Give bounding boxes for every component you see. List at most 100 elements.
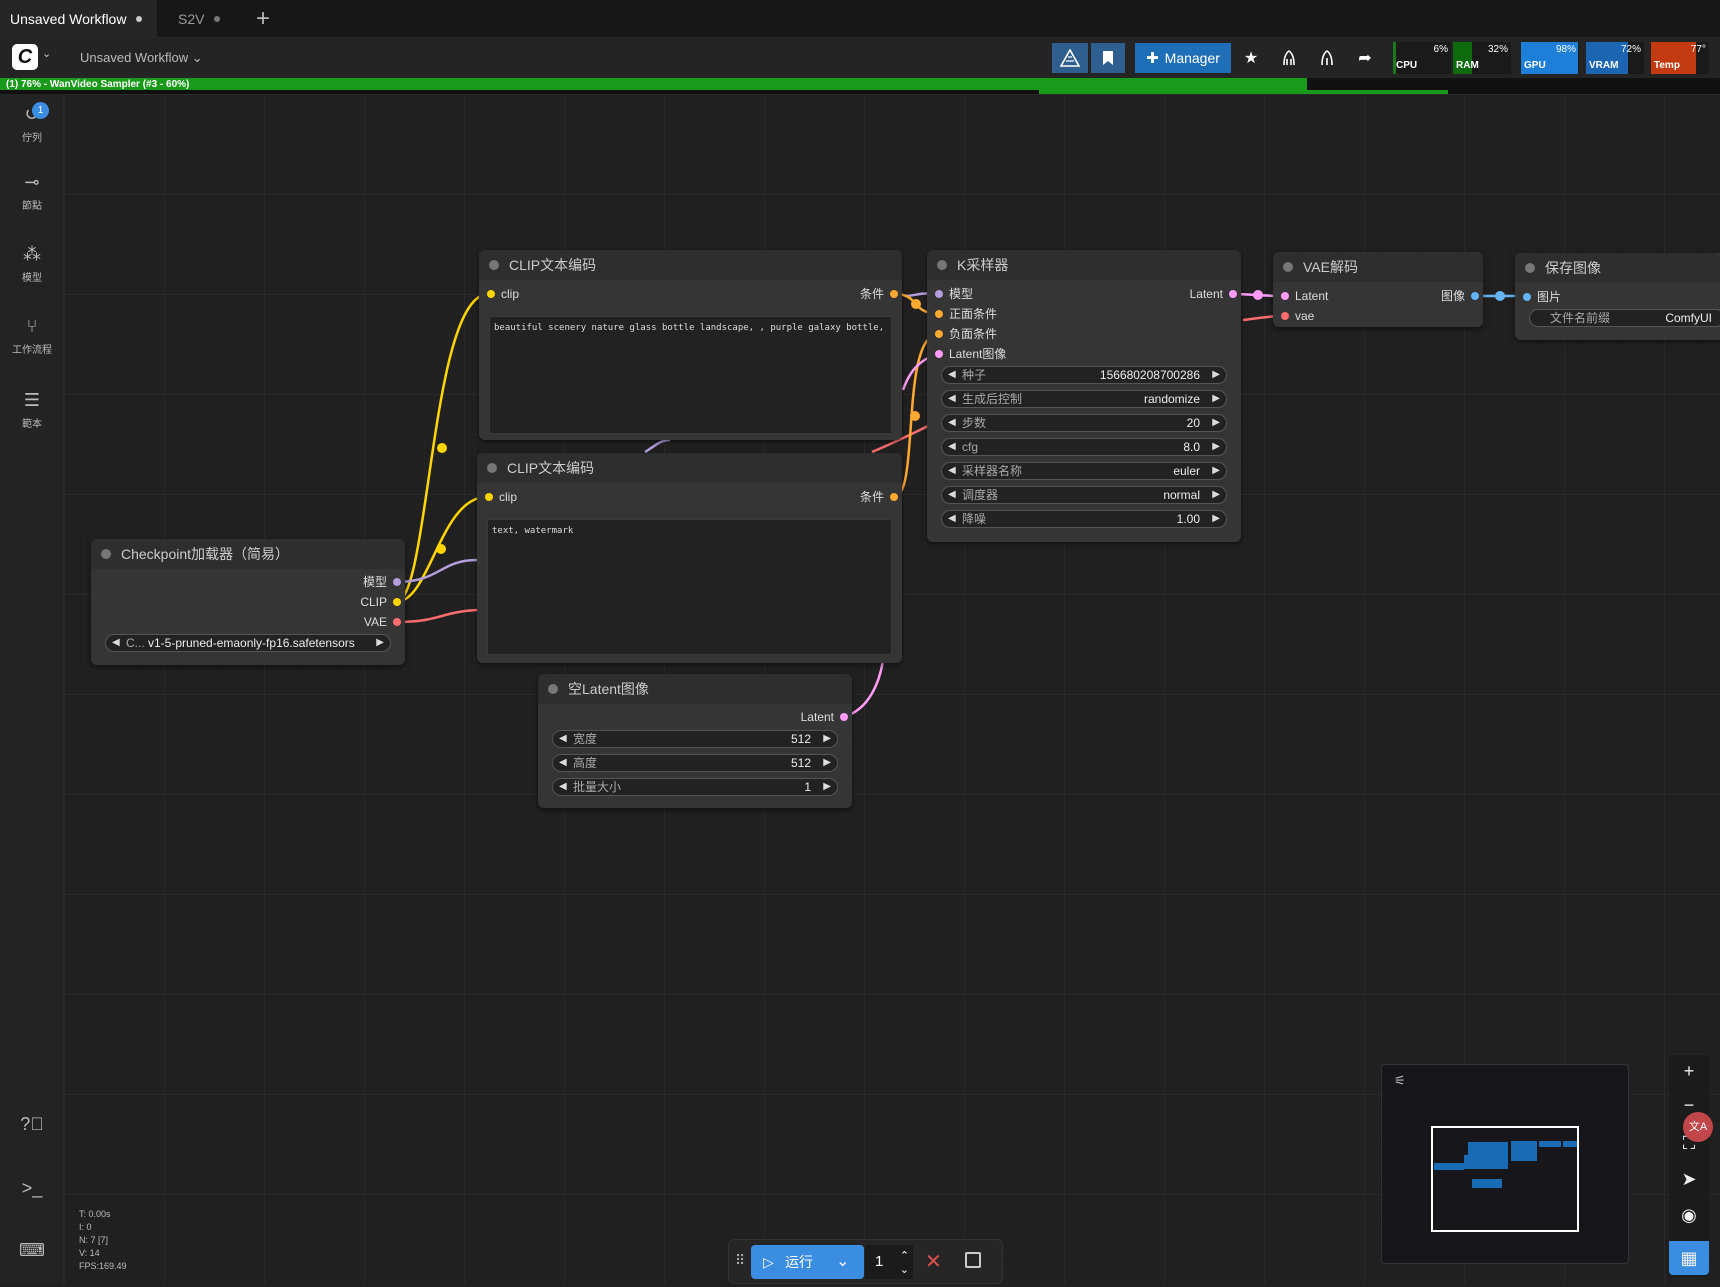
input-vae[interactable]: vae [1277,307,1314,325]
input-latent[interactable]: Latent [1277,287,1328,305]
run-button[interactable]: ▷ 运行 ⌄ [751,1245,864,1279]
input-negative[interactable]: 负面条件 [931,325,997,343]
port-dot[interactable] [1281,312,1289,320]
tab-s2v[interactable]: S2V [168,0,244,38]
arrow-left-icon[interactable]: ◀ [948,465,956,476]
translate-plugin-icon[interactable]: 文A [1683,1112,1713,1142]
star-icon[interactable]: ★ [1243,50,1259,67]
sidebar-item-queue[interactable]: ↺ 1 佇列 [0,102,64,144]
port-dot[interactable] [935,350,943,358]
arrow-right-icon[interactable]: ▶ [376,637,384,648]
arrow-left-icon[interactable]: ◀ [948,489,956,500]
toggle-links-eye-icon[interactable]: ◉ [1681,1205,1697,1225]
comfy-logo-icon[interactable]: C [12,44,38,70]
port-dot[interactable] [393,598,401,606]
node-title[interactable]: CLIP文本编码 [479,250,902,280]
collapse-dot-icon[interactable] [489,260,499,270]
decrement-icon[interactable]: ⌄ [899,1264,909,1276]
hand-alt-icon[interactable] [1310,43,1344,73]
arrow-right-icon[interactable]: ▶ [1212,417,1220,428]
increment-icon[interactable]: ⌃ [899,1250,909,1262]
workflow-menu[interactable]: Unsaved Workflow ⌄ [80,50,203,65]
batch-count-input[interactable]: 1 ⌃ ⌄ [865,1245,913,1279]
arrow-right-icon[interactable]: ▶ [823,733,831,744]
arrow-left-icon[interactable]: ◀ [948,393,956,404]
port-dot[interactable] [487,290,495,298]
input-positive[interactable]: 正面条件 [931,305,997,323]
node-title[interactable]: 空Latent图像 [538,674,852,704]
port-dot[interactable] [1229,290,1237,298]
ckpt-name-combo[interactable]: ◀ C... v1-5-pruned-emaonly-fp16.safetens… [105,634,391,652]
help-button[interactable]: ?⃝ [0,1114,64,1135]
arrow-right-icon[interactable]: ▶ [1212,393,1220,404]
sidebar-item-templates[interactable]: ☰ 範本 [0,390,64,430]
collapse-dot-icon[interactable] [937,260,947,270]
port-dot[interactable] [1523,293,1531,301]
input-clip[interactable]: clip [481,488,517,506]
arrow-left-icon[interactable]: ◀ [559,757,567,768]
checkpoint-loader-node[interactable]: Checkpoint加载器（简易） 模型 CLIP VAE ◀ C... v1-… [91,539,405,665]
node-title[interactable]: Checkpoint加载器（简易） [91,539,405,569]
arrow-right-icon[interactable]: ▶ [1212,369,1220,380]
drag-handle-icon[interactable]: ⠿ [735,1252,746,1268]
output-latent[interactable]: Latent [801,708,852,726]
port-dot[interactable] [935,290,943,298]
arrow-left-icon[interactable]: ◀ [559,733,567,744]
collapse-dot-icon[interactable] [1525,263,1535,273]
port-dot[interactable] [935,310,943,318]
input-clip[interactable]: clip [483,285,519,303]
clip-text-encode-node-negative[interactable]: CLIP文本编码 clip 条件 text, watermark [477,453,902,663]
prompt-textarea[interactable]: text, watermark [487,519,892,655]
arrow-right-icon[interactable]: ▶ [1212,465,1220,476]
node-title[interactable]: CLIP文本编码 [477,453,902,483]
output-clip[interactable]: CLIP [360,593,405,611]
output-model[interactable]: 模型 [363,573,405,591]
port-dot[interactable] [935,330,943,338]
minimap-toggle-map-icon[interactable]: ▦ [1669,1241,1709,1275]
clip-text-encode-node-positive[interactable]: CLIP文本编码 clip 条件 beautiful scenery natur… [479,250,902,440]
keyboard-shortcuts-button[interactable]: ⌨ [0,1240,64,1261]
save-image-node[interactable]: 保存图像 图片 文件名前缀 ComfyUI [1515,253,1720,340]
input-images[interactable]: 图片 [1519,288,1561,306]
port-dot[interactable] [840,713,848,721]
minimap-viewport[interactable] [1431,1126,1579,1232]
bookmark-icon[interactable] [1091,43,1125,73]
output-conditioning[interactable]: 条件 [860,488,902,506]
port-dot[interactable] [485,493,493,501]
output-latent[interactable]: Latent [1190,285,1241,303]
collapse-dot-icon[interactable] [548,684,558,694]
manager-button[interactable]: ✚Manager [1135,43,1231,73]
shortcut-triangle-icon[interactable] [1052,43,1088,73]
arrow-right-icon[interactable]: ▶ [1212,489,1220,500]
filename-prefix-widget[interactable]: 文件名前缀 ComfyUI [1529,309,1720,327]
arrow-right-icon[interactable]: ▶ [823,757,831,768]
arrow-right-icon[interactable]: ▶ [823,781,831,792]
node-title[interactable]: K采样器 [927,250,1241,280]
vae-decode-node[interactable]: VAE解码 Latent vae 图像 [1273,252,1483,327]
arrow-left-icon[interactable]: ◀ [112,637,120,648]
output-image[interactable]: 图像 [1441,287,1483,305]
new-tab-plus-icon[interactable]: + [256,5,271,32]
tab-unsaved-workflow[interactable]: Unsaved Workflow [0,0,157,38]
select-mode-icon[interactable]: ➤ [1681,1169,1697,1189]
collapse-dot-icon[interactable] [487,463,497,473]
port-dot[interactable] [393,578,401,586]
terminal-button[interactable]: >_ [0,1178,64,1199]
port-dot[interactable] [393,618,401,626]
port-dot[interactable] [890,290,898,298]
sidebar-item-workflows[interactable]: ⑂ 工作流程 [0,316,64,356]
port-dot[interactable] [1281,292,1289,300]
chevron-down-icon[interactable]: ⌄ [836,1253,850,1270]
arrow-left-icon[interactable]: ◀ [948,513,956,524]
node-title[interactable]: 保存图像 [1515,253,1720,283]
zoom-out-icon[interactable]: − [1683,1095,1695,1115]
stop-square-icon[interactable] [965,1252,981,1268]
cancel-x-icon[interactable]: ✕ [925,1251,942,1273]
